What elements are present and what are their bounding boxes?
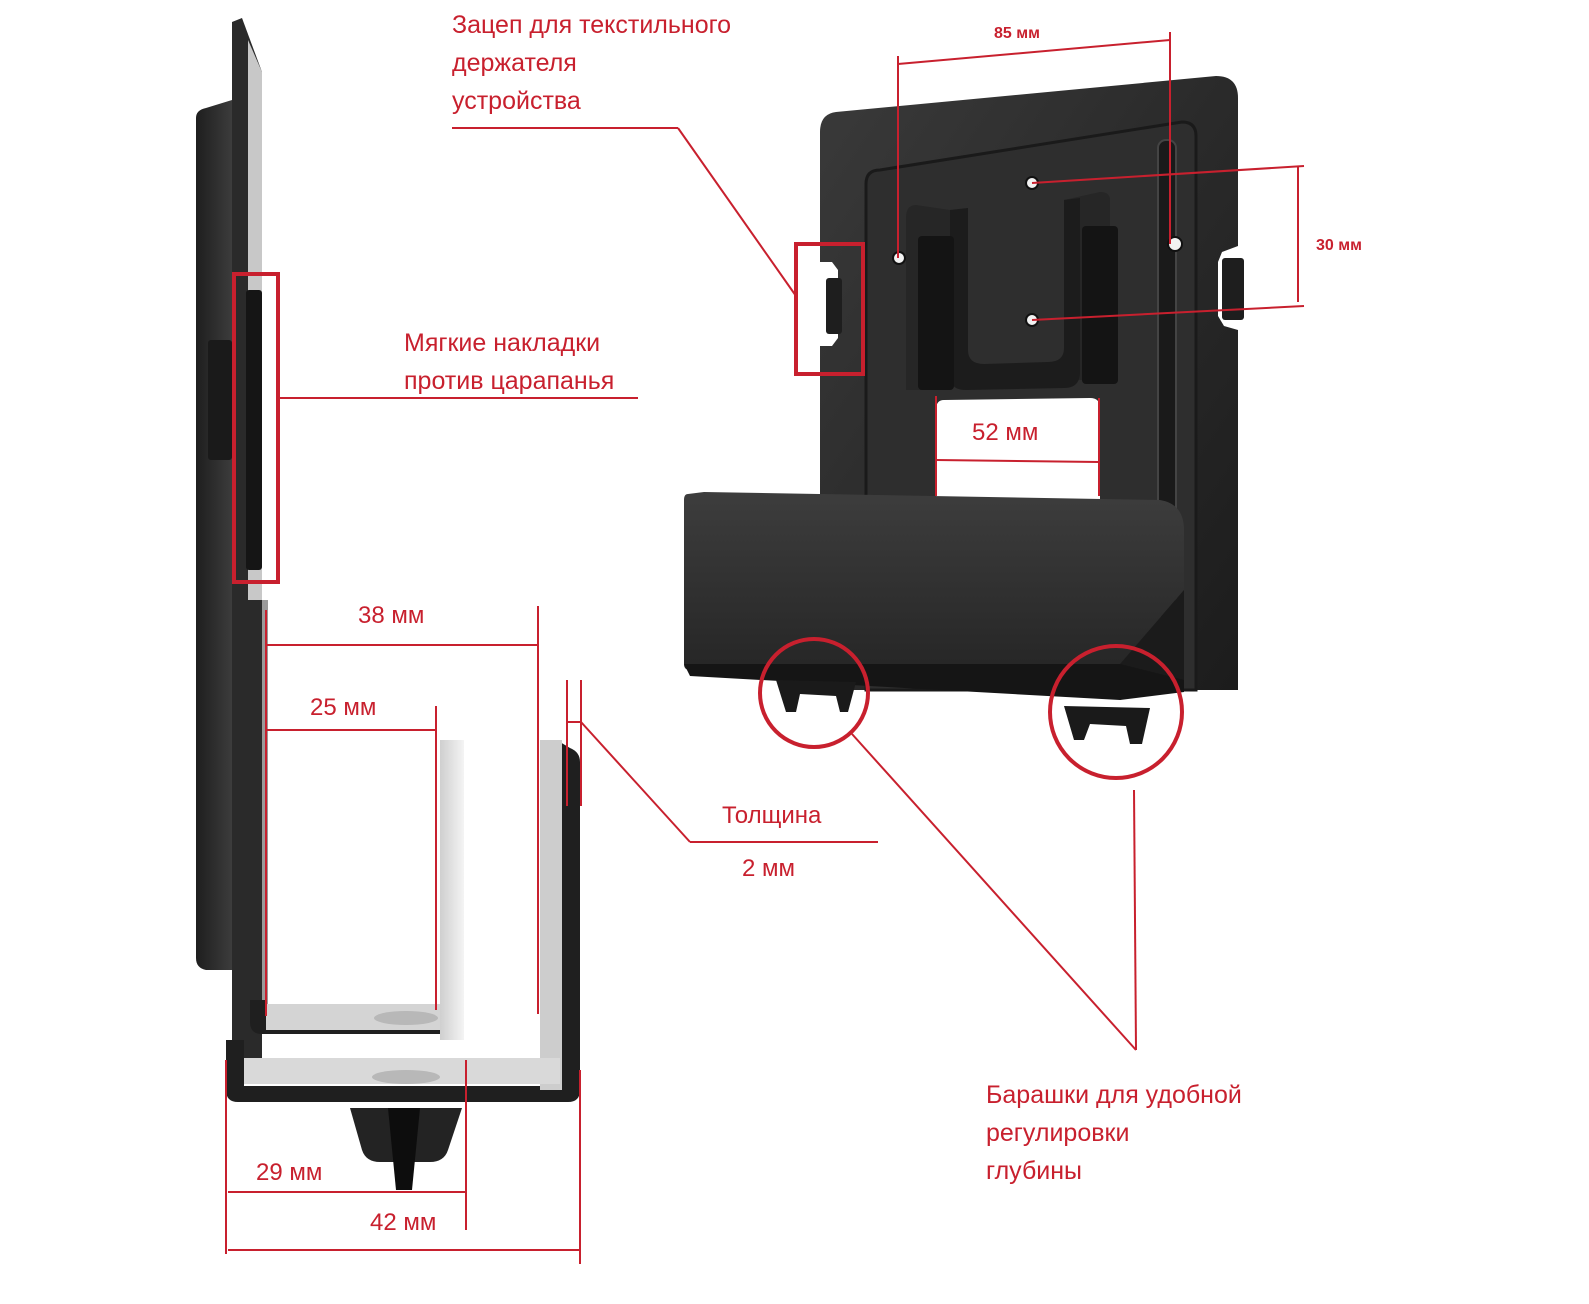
dim-30-label: 30 мм <box>1316 237 1362 254</box>
hook-callout-line-1: Зацеп для текстильного <box>452 11 732 39</box>
hook-callout-leader <box>677 127 797 297</box>
wingnut-callout-leader-right <box>1133 789 1137 1051</box>
front-foot-right <box>1064 706 1150 744</box>
dim-29-label: 29 мм <box>256 1159 323 1186</box>
front-hook-tab-right <box>1222 258 1244 320</box>
dim-30-line-top <box>1031 165 1305 184</box>
dim-38-label: 38 мм <box>358 602 425 629</box>
thickness-value: 2 мм <box>742 855 796 882</box>
dim-85-label: 85 мм <box>994 25 1040 42</box>
dim-42-label: 42 мм <box>370 1209 437 1236</box>
side-u-tray-light-wall <box>440 740 464 1040</box>
dim-30-line-bottom <box>1031 305 1305 321</box>
front-hook-tab-left <box>826 278 842 334</box>
wingnut-callout-leader-left <box>851 733 1137 1051</box>
thickness-title: Толщина <box>722 802 822 829</box>
side-wingnut-stem <box>388 1108 420 1190</box>
hook-callout-line-3: устройства <box>452 87 581 115</box>
front-hole-right <box>1167 236 1183 252</box>
front-tray-front <box>684 492 1184 670</box>
wingnuts-callout-line-3: глубины <box>986 1157 1082 1185</box>
pads-highlight-box <box>232 272 280 584</box>
hook-callout-line-2: держателя <box>452 49 577 77</box>
front-soft-pad-right <box>1082 226 1118 384</box>
dim-25-label: 25 мм <box>310 694 377 721</box>
front-soft-pad-left <box>918 236 954 390</box>
thickness-callout-leader <box>580 721 691 843</box>
dim-52-label: 52 мм <box>972 419 1039 446</box>
front-tray-bottom-edge <box>684 664 1184 700</box>
hook-callout-label: Зацеп для текстильного держателя устройс… <box>452 6 731 120</box>
side-wingnut-washer-top <box>374 1011 438 1025</box>
side-u-tray-light-wall-2 <box>540 740 562 1090</box>
dim-52-line <box>935 459 1100 463</box>
dim-85-line <box>897 39 1171 65</box>
annotations <box>225 32 1305 1264</box>
side-soft-pad <box>246 290 262 570</box>
pads-callout-line-2: против царапанья <box>404 367 615 395</box>
wingnuts-callout-line-1: Барашки для удобной <box>986 1081 1242 1109</box>
wingnuts-callout-line-2: регулировки <box>986 1119 1130 1147</box>
side-hook-tab <box>208 340 232 460</box>
pads-callout-line-1: Мягкие накладки <box>404 329 601 357</box>
front-foot-left <box>776 680 856 712</box>
wingnut-highlight-circle-left <box>758 637 870 749</box>
side-back-body <box>196 100 232 970</box>
front-slot-window <box>936 398 1100 500</box>
hook-highlight-box <box>794 242 865 376</box>
side-u-tray-outer <box>226 742 580 1102</box>
front-embossed-u-mid <box>950 198 1080 390</box>
wingnuts-callout-label: Барашки для удобной регулировки глубины <box>986 1076 1242 1190</box>
side-wingnut-washer-bottom <box>372 1070 440 1084</box>
wingnut-highlight-circle-right <box>1048 644 1184 780</box>
front-view-bracket <box>684 76 1244 744</box>
pads-callout-label: Мягкие накладки против царапанья <box>404 324 614 400</box>
